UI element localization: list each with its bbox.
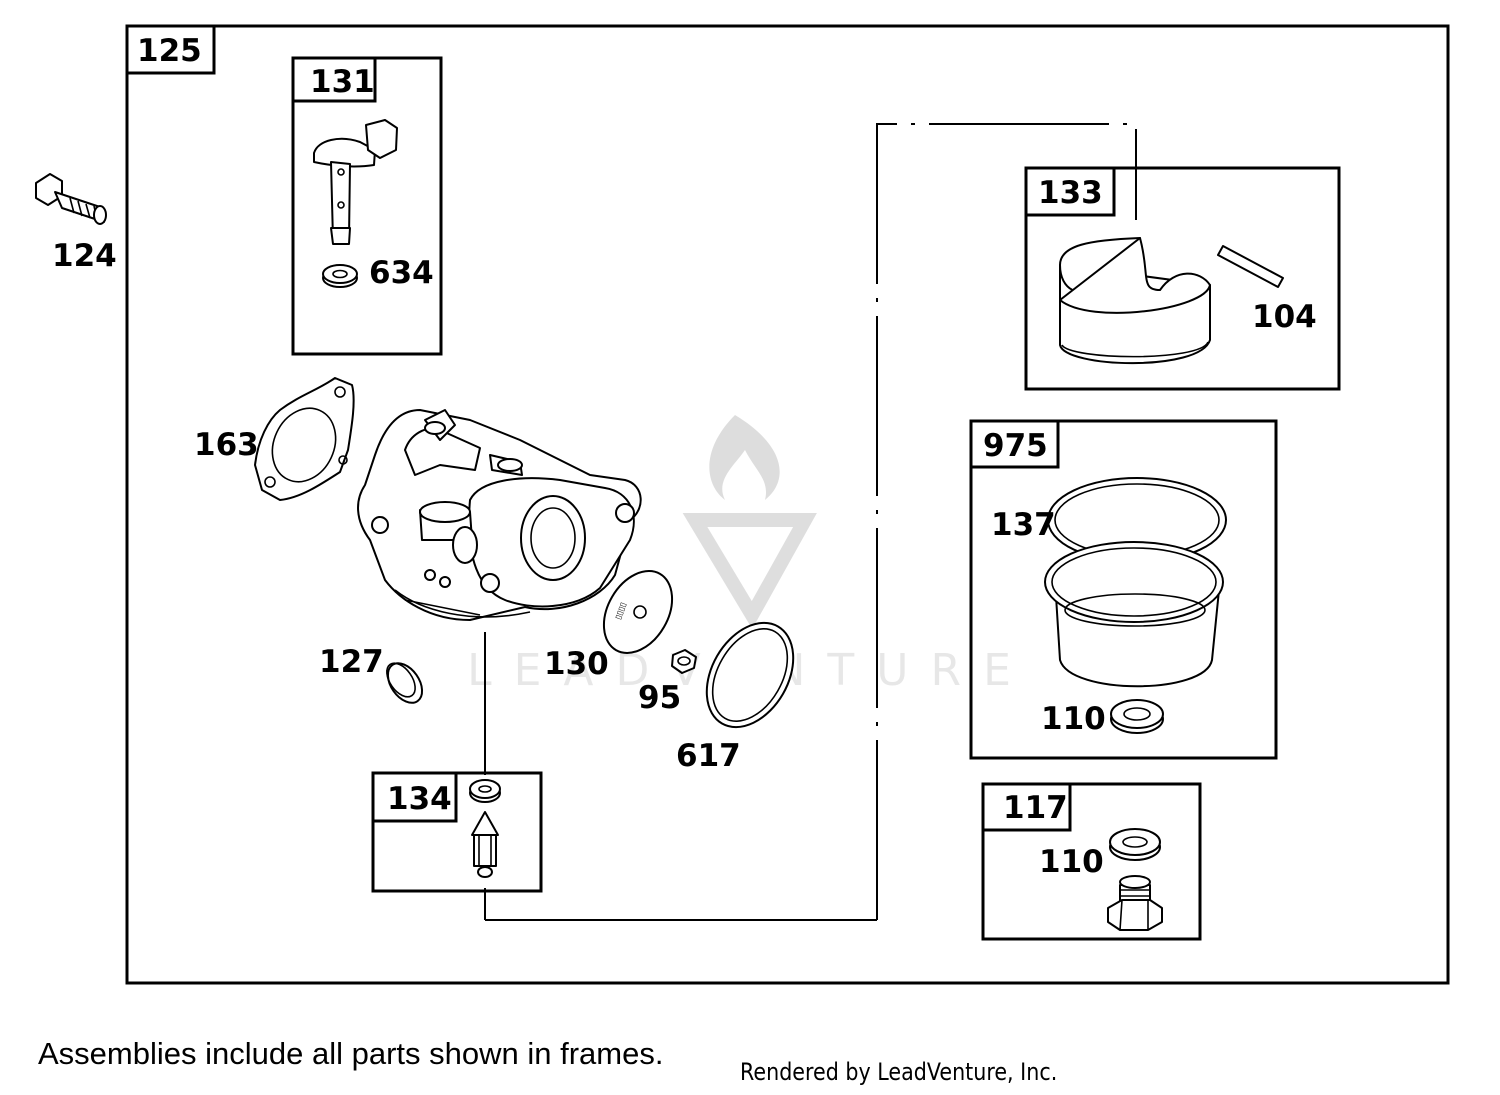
label-125: 125 (137, 33, 202, 69)
label-634: 634 (369, 255, 434, 291)
pin-104 (1217, 245, 1284, 288)
washer-110-drain (1109, 828, 1161, 861)
frame-133 (1024, 166, 1341, 391)
needle-134 (469, 779, 501, 878)
label-127: 127 (319, 644, 384, 680)
seal-634 (322, 264, 358, 288)
frame-133-tag (1024, 166, 1116, 217)
label-95: 95 (638, 680, 681, 716)
carburetor-body (357, 409, 642, 621)
footer-credit: Rendered by LeadVenture, Inc. (740, 1058, 1058, 1086)
label-163: 163 (194, 427, 259, 463)
screw-95 (671, 649, 697, 674)
label-130: 130 (544, 646, 609, 682)
frame-975 (969, 419, 1278, 760)
gasket-163 (254, 377, 355, 501)
frame-131-tag (291, 56, 377, 103)
frame-134-tag (371, 771, 458, 823)
frame-125 (125, 24, 1450, 985)
frame-117 (981, 782, 1202, 941)
throttle-plate-130: ▯▯▯▯ (602, 570, 674, 654)
label-124: 124 (52, 238, 117, 274)
oring-617 (705, 621, 795, 729)
watermark-logo (682, 415, 817, 629)
float-133 (1059, 237, 1211, 365)
label-110-bowl: 110 (1041, 701, 1106, 737)
bowl-975 (1044, 477, 1227, 688)
footer-note: Assemblies include all parts shown in fr… (38, 1036, 664, 1071)
label-110-drain: 110 (1039, 844, 1104, 880)
label-133: 133 (1038, 175, 1103, 211)
label-617: 617 (676, 738, 741, 774)
choke-shaft-131 (313, 119, 398, 245)
label-117: 117 (1003, 790, 1068, 826)
frame-975-tag (969, 419, 1060, 469)
screw-124 (35, 173, 107, 225)
washer-110-bowl (1110, 699, 1164, 734)
label-131: 131 (310, 64, 375, 100)
plug-127 (386, 662, 424, 704)
label-104: 104 (1252, 299, 1317, 335)
label-134: 134 (387, 781, 452, 817)
label-137: 137 (991, 507, 1056, 543)
leader-dashed (876, 123, 1137, 920)
frame-125-tag (125, 24, 216, 75)
frame-117-tag (981, 782, 1072, 832)
drain-plug-117 (1107, 875, 1163, 931)
label-975: 975 (983, 428, 1048, 464)
